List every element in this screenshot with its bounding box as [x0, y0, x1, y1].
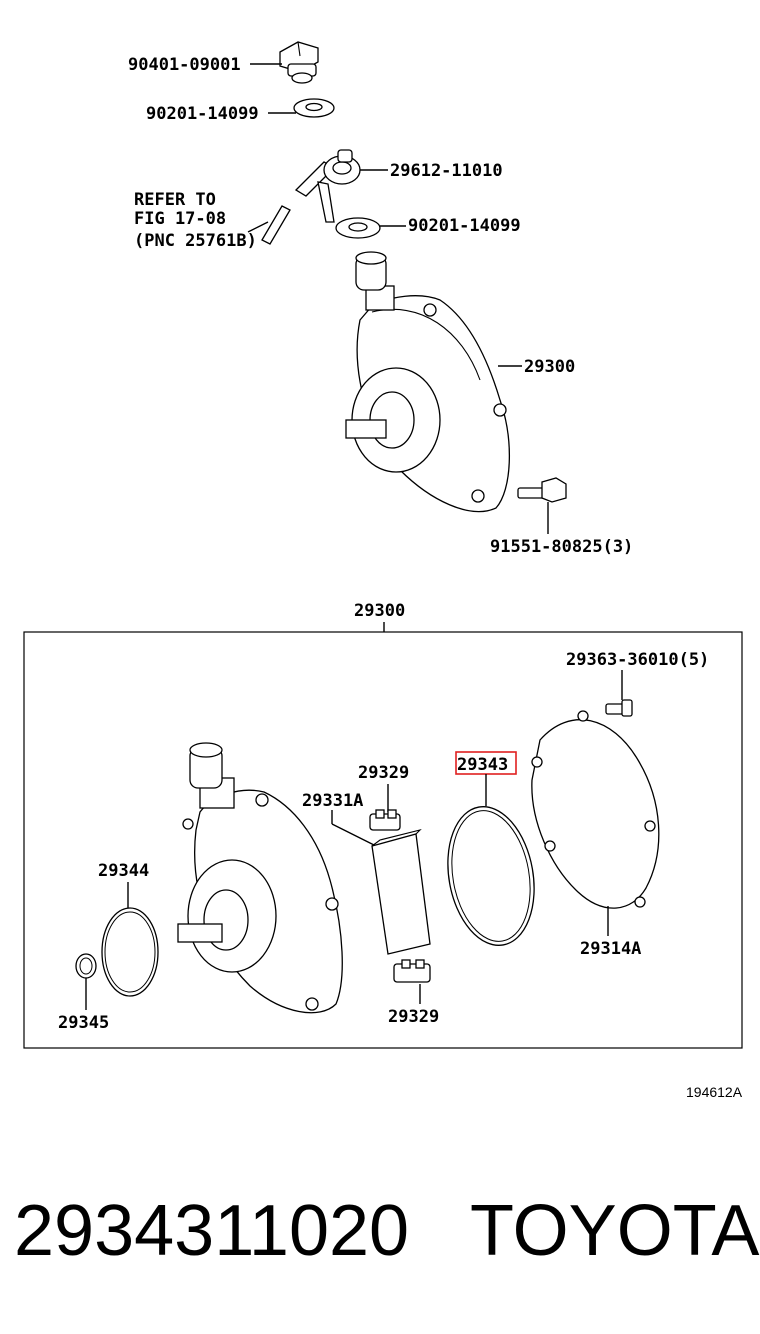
- label-oring-highlight: 29343: [457, 755, 508, 775]
- refer-line-2: FIG 17-08: [134, 209, 226, 229]
- label-cover-plate: 29314A: [580, 939, 641, 959]
- footer-part-number: 2934311020: [14, 1191, 409, 1271]
- label-rotor-vane: 29331A: [302, 791, 363, 811]
- label-vane-lower: 29329: [388, 1007, 439, 1027]
- vane-upper-part: [369, 809, 401, 831]
- refer-line-1: REFER TO: [134, 190, 216, 210]
- union-bolt-part: [294, 149, 361, 223]
- label-vane-upper: 29329: [358, 763, 409, 783]
- hose-part: [261, 205, 291, 245]
- cover-plate-part: [531, 710, 660, 909]
- plug-part: [279, 41, 319, 84]
- oring-highlight-part: [447, 806, 535, 946]
- label-cover-screw: 29363-36010(5): [566, 650, 709, 670]
- oring-large-part: [101, 907, 159, 997]
- washer-part-1: [293, 98, 335, 118]
- vane-lower-part: [393, 959, 431, 983]
- label-mount-bolt: 91551-80825(3): [490, 537, 633, 557]
- vacuum-pump-top: [345, 251, 511, 513]
- refer-line-3: (PNC 25761B): [134, 231, 257, 251]
- exploded-view-box: [23, 631, 743, 1049]
- label-top-washer-2: 90201-14099: [408, 216, 521, 236]
- footer-brand: TOYOTA: [470, 1191, 759, 1271]
- washer-part-2: [335, 217, 381, 239]
- label-top-washer-1: 90201-14099: [146, 104, 259, 124]
- rotor-vane-part: [371, 828, 431, 955]
- label-union-bolt: 29612-11010: [390, 161, 503, 181]
- label-box-title: 29300: [354, 601, 405, 621]
- label-oring-small: 29345: [58, 1013, 109, 1033]
- mount-bolt-part: [517, 477, 567, 503]
- label-pump-assy-top: 29300: [524, 357, 575, 377]
- label-oring-large: 29344: [98, 861, 149, 881]
- cover-screw-part: [605, 699, 633, 717]
- figure-ref: 194612A: [686, 1084, 743, 1100]
- oring-small-part: [75, 953, 97, 979]
- label-top-plug: 90401-09001: [128, 55, 241, 75]
- vacuum-pump-body: [177, 742, 343, 1014]
